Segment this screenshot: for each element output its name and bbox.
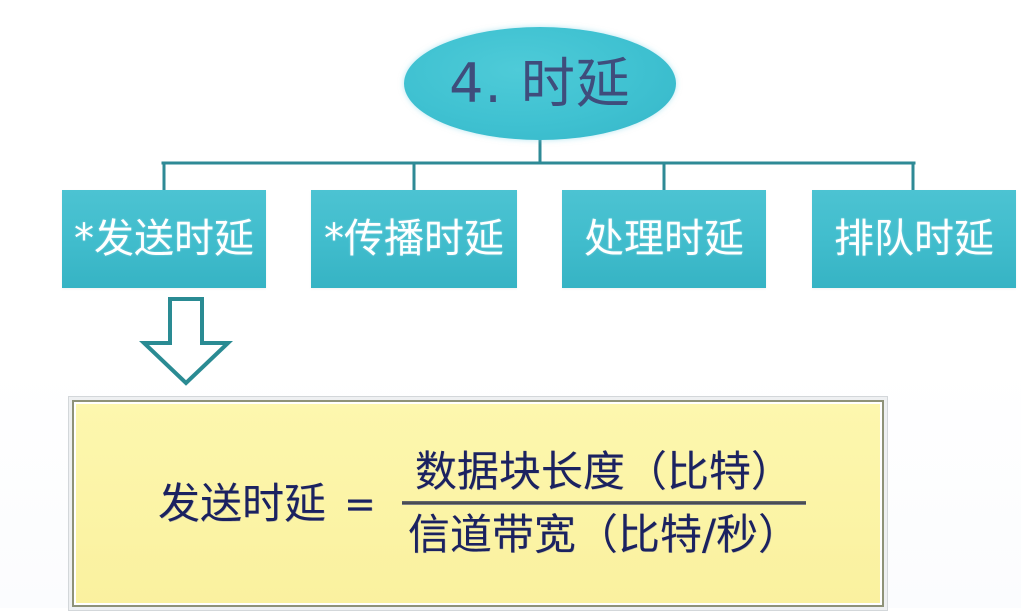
formula-panel-body: 发送时延 = 数据块长度（比特） 信道带宽（比特/秒）	[76, 404, 880, 603]
formula-denominator: 信道带宽（比特/秒）	[407, 510, 800, 559]
formula-panel: 发送时延 = 数据块长度（比特） 信道带宽（比特/秒）	[68, 396, 888, 611]
node-box-queuing-delay: 排队时延	[812, 190, 1016, 288]
formula-fraction-bar	[401, 501, 806, 505]
formula-equals-sign: =	[344, 481, 376, 526]
down-arrow-icon	[139, 297, 233, 386]
formula-fraction: 数据块长度（比特） 信道带宽（比特/秒）	[401, 446, 806, 562]
node-box-sending-delay: *发送时延	[62, 190, 266, 288]
formula-expression: 发送时延 = 数据块长度（比特） 信道带宽（比特/秒）	[158, 446, 806, 562]
formula-panel-border: 发送时延 = 数据块长度（比特） 信道带宽（比特/秒）	[72, 400, 884, 607]
node-box-propagation-delay: *传播时延	[311, 190, 517, 288]
root-node-label: 4. 时延	[449, 51, 631, 115]
node-label-sending-delay: *发送时延	[74, 216, 254, 262]
formula-left-term: 发送时延	[157, 478, 326, 528]
node-label-processing-delay: 处理时延	[584, 216, 744, 262]
formula-numerator: 数据块长度（比特）	[414, 446, 793, 496]
root-node-ellipse: 4. 时延	[404, 27, 676, 140]
node-label-propagation-delay: *传播时延	[324, 216, 504, 262]
node-label-queuing-delay: 排队时延	[834, 216, 994, 262]
node-box-processing-delay: 处理时延	[562, 190, 766, 288]
